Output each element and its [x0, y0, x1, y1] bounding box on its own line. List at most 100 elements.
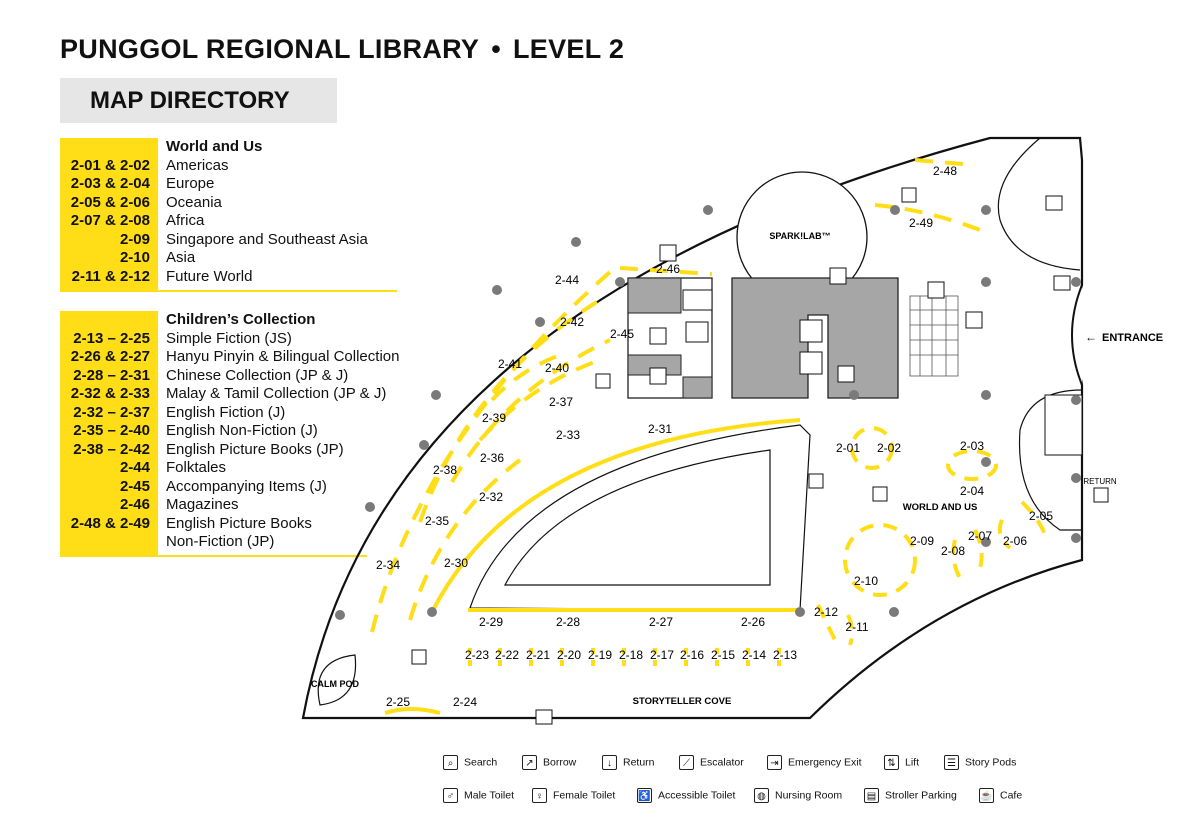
escalator-icon: [808, 473, 824, 489]
return-label: RETURN: [1083, 477, 1117, 486]
shelf-label: 2-49: [909, 216, 933, 230]
shelf-label: 2-19: [588, 648, 612, 662]
shelf-label: 2-41: [498, 357, 522, 371]
shelf-label: 2-10: [854, 574, 878, 588]
legend-accent-bar: [60, 138, 158, 292]
lift-icon: [799, 319, 823, 343]
shelf-label: 2-02: [877, 441, 901, 455]
legend-nursing-room: ◍Nursing Room: [754, 788, 842, 803]
shelf-label: 2-13: [773, 648, 797, 662]
simple-fiction-shelves: [468, 648, 781, 670]
shelf-label: 2-28: [556, 615, 580, 629]
shelf-label: 2-08: [941, 544, 965, 558]
central-core-room: [731, 277, 899, 399]
escalator: [909, 295, 959, 377]
legend-accessible-toilet: ♿Accessible Toilet: [637, 788, 736, 803]
world-and-us-shelves: [816, 426, 1047, 646]
nursing-room-icon: [682, 289, 713, 311]
calm-pod-label: CALM POD: [311, 679, 359, 689]
shelf-label: 2-31: [648, 422, 672, 436]
toilet-block-section: [682, 376, 713, 399]
female-toilet-icon: ♀: [532, 788, 547, 803]
shelf-label: 2-07: [968, 529, 992, 543]
escalator-icon: ⟋: [679, 755, 694, 770]
shelf-label: 2-38: [433, 463, 457, 477]
emergency-exit-icon: [829, 267, 847, 285]
shelf-label: 2-32: [479, 490, 503, 504]
legend-row: Non-Fiction (JP): [166, 533, 275, 550]
shelf-label: 2-23: [465, 648, 489, 662]
female-toilet-icon: [649, 367, 667, 385]
return-icon: [1093, 487, 1109, 503]
accessible-toilet-icon: ♿: [637, 788, 652, 803]
legend-emergency-exit: ⇥Emergency Exit: [767, 755, 862, 770]
legend-cafe: ☕Cafe: [979, 788, 1023, 803]
storyteller-cove-label: STORYTELLER COVE: [633, 696, 732, 707]
entrance-notch: [1071, 284, 1083, 386]
shelf-label: 2-29: [479, 615, 503, 629]
storytelling-arc-outer: [469, 424, 811, 611]
accessible-toilet-icon: [685, 321, 709, 343]
world-and-us-map-label: WORLD AND US: [903, 502, 978, 513]
shelf-label: 2-12: [814, 605, 838, 619]
title-level: LEVEL 2: [513, 34, 625, 64]
emergency-exit-icon: ⇥: [767, 755, 782, 770]
shelf-label: 2-05: [1029, 509, 1053, 523]
cafe-icon: [1045, 195, 1063, 211]
shelf-2-25-yellow: [384, 707, 441, 715]
calm-pod: [317, 654, 357, 706]
shelf-label: 2-06: [1003, 534, 1027, 548]
shelf-label: 2-30: [444, 556, 468, 570]
story-pods-icon: ☰: [944, 755, 959, 770]
legend-underline: [158, 555, 367, 557]
page-title: PUNGGOL REGIONAL LIBRARY • LEVEL 2: [60, 34, 624, 65]
stroller-parking-icon: ▤: [864, 788, 879, 803]
male-toilet-icon: [649, 327, 667, 345]
title-library-name: PUNGGOL REGIONAL LIBRARY: [60, 34, 480, 64]
search-icon: ⌕: [443, 755, 458, 770]
sparklab-label: SPARK!LAB™: [769, 231, 830, 241]
shelf-label: 2-22: [495, 648, 519, 662]
cafe-icon: ☕: [979, 788, 994, 803]
legend-story-pods: ☰Story Pods: [944, 755, 1016, 770]
shelf-label: 2-44: [555, 273, 579, 287]
shelf-label: 2-36: [480, 451, 504, 465]
entrance-label: ENTRANCE: [1102, 332, 1163, 344]
lift-icon: [799, 351, 823, 375]
legend-lift: ⇅Lift: [884, 755, 919, 770]
shelf-label: 2-01: [836, 441, 860, 455]
legend-escalator: ⟋Escalator: [679, 755, 744, 770]
shelf-label: 2-40: [545, 361, 569, 375]
legend-heading: World and Us: [166, 138, 263, 155]
legend-female-toilet: ♀Female Toilet: [532, 788, 615, 803]
shelf-label: 2-03: [960, 439, 984, 453]
shelf-label: 2-35: [425, 514, 449, 528]
search-icon: [595, 373, 611, 389]
borrow-icon: [965, 311, 983, 329]
title-bullet: •: [491, 34, 501, 64]
shelf-label: 2-34: [376, 558, 400, 572]
shelf-label: 2-48: [933, 164, 957, 178]
shelf-label: 2-42: [560, 315, 584, 329]
search-icon: [411, 649, 427, 665]
shelf-label: 2-37: [549, 395, 573, 409]
legend-search: ⌕Search: [443, 755, 497, 770]
nursing-room-icon: ◍: [754, 788, 769, 803]
emergency-exit-icon: [535, 709, 553, 725]
return-icon: ↓: [602, 755, 617, 770]
shelf-labels: 2-48 2-49 2-46 2-44 2-42 2-45 2-41 2-40 …: [376, 164, 1053, 709]
